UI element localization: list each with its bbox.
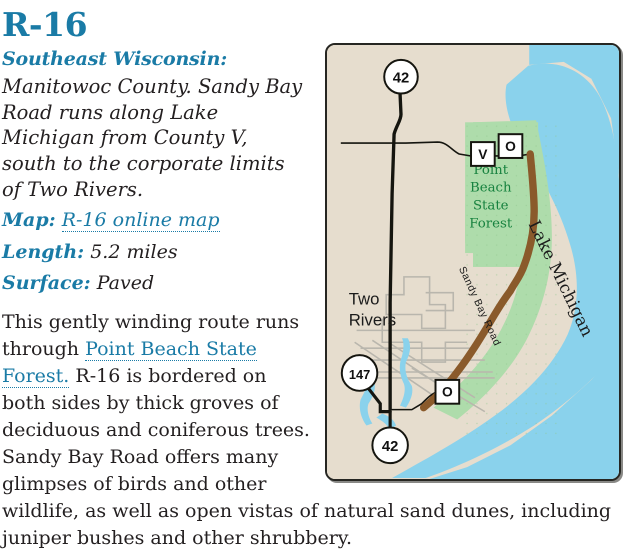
highway-42-route <box>388 90 403 412</box>
svg-text:Forest: Forest <box>469 216 513 231</box>
marker-county-o-south[interactable]: O <box>434 378 461 405</box>
meta-surface: Surface: Paved <box>2 270 630 298</box>
meta-surface-value: Paved <box>96 272 155 295</box>
svg-text:Beach: Beach <box>470 181 512 196</box>
meta-length-label: Length: <box>2 240 85 263</box>
sandy-bay-road-route <box>419 150 538 412</box>
route-description-lede: Manitowoc County. Sandy Bay Road runs al… <box>2 74 303 202</box>
meta-length: Length: 5.2 miles <box>2 239 630 267</box>
point-beach-state-forest-link[interactable]: Point Beach State Forest. <box>2 337 257 388</box>
svg-text:State: State <box>473 198 509 213</box>
highway-147-route <box>364 384 392 414</box>
point-beach-state-forest-label: Point Beach State Forest <box>469 163 513 232</box>
marker-county-v[interactable]: V <box>470 141 496 167</box>
shield-42-south[interactable]: 42 <box>371 426 409 465</box>
lake-polygon <box>429 45 619 479</box>
shield-147[interactable]: 147 <box>340 354 379 392</box>
svg-text:O: O <box>505 138 516 154</box>
svg-text:V: V <box>478 146 488 162</box>
svg-text:Two: Two <box>349 290 380 309</box>
meta-length-value: 5.2 miles <box>90 240 178 263</box>
shield-42-north[interactable]: 42 <box>383 58 419 95</box>
page-title: R-16 <box>2 5 88 44</box>
meta-surface-label: Surface: <box>2 272 91 295</box>
marker-county-o-north[interactable]: O <box>497 133 524 159</box>
route-map-figure[interactable]: Lake Michigan Sandy Bay Road Point Beach… <box>325 43 621 481</box>
svg-text:Rivers: Rivers <box>349 310 397 329</box>
body-text-part2: R-16 is bordered on both sides by thick … <box>2 364 612 549</box>
meta-map-label: Map: <box>2 209 56 232</box>
svg-text:O: O <box>442 384 453 400</box>
svg-text:42: 42 <box>393 71 409 87</box>
online-map-link[interactable]: R-16 online map <box>61 209 220 233</box>
two-rivers-label: Two Rivers <box>349 290 397 330</box>
svg-text:147: 147 <box>349 367 370 382</box>
body-text-part1: This gently winding route runs through <box>2 310 300 360</box>
route-description-body: This gently winding route runs through P… <box>2 309 630 552</box>
svg-text:42: 42 <box>382 439 398 455</box>
region-subtitle: Southeast Wisconsin: <box>2 47 228 70</box>
meta-map: Map: R-16 online map <box>2 207 630 235</box>
route-map-svg: Lake Michigan Sandy Bay Road Point Beach… <box>327 45 619 479</box>
